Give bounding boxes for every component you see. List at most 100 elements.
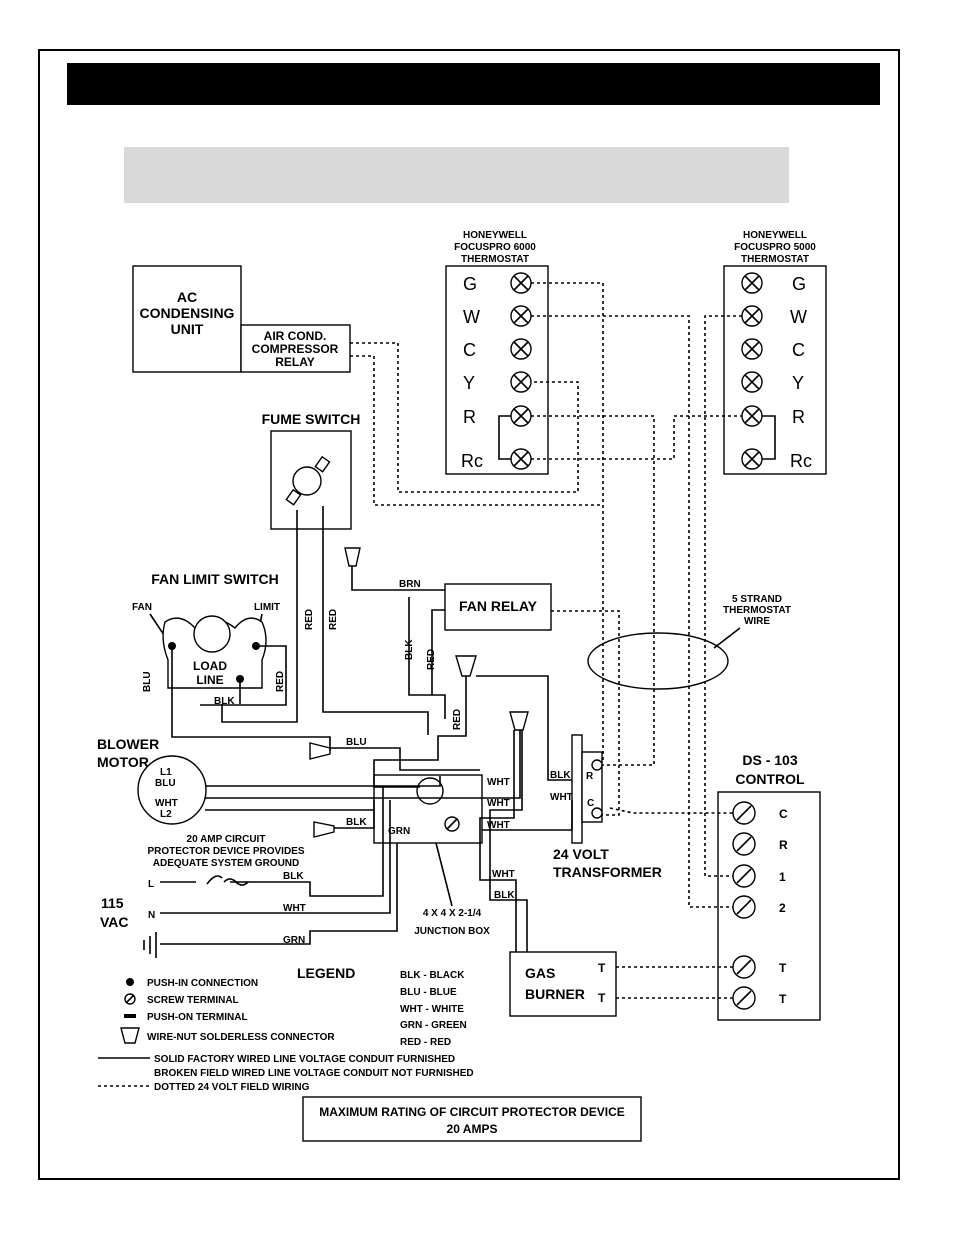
thermostat-wire-label-2: THERMOSTAT [723,605,791,616]
wire-label-blk-1: BLK [404,639,415,660]
max-rating-line-2: 20 AMPS [447,1122,498,1136]
page-frame [38,49,900,1180]
ds103-terminal-t1: T [779,961,787,975]
t5000-label-g: G [792,274,806,294]
legend-push-in: PUSH-IN CONNECTION [147,978,258,989]
legend-broken: BROKEN FIELD WIRED LINE VOLTAGE CONDUIT … [154,1068,474,1079]
line-voltage-wiring [160,506,573,952]
blower-motor: BLOWER MOTOR L1 BLU WHT L2 [97,736,207,825]
wire-label-red-5: RED [275,671,286,692]
circuit-protector-line-3: ADEQUATE SYSTEM GROUND [153,858,300,869]
thermostat-5000-title-3: THERMOSTAT [741,254,809,265]
legend-dotted: DOTTED 24 VOLT FIELD WIRING [154,1082,310,1093]
fan-limit-fan-label: FAN [132,602,152,613]
ground-symbol [143,932,157,958]
wire-label-red-2: RED [328,609,339,630]
compressor-relay-label-3: RELAY [275,355,315,369]
t5000-label-r: R [792,407,805,427]
legend-push-on: PUSH-ON TERMINAL [147,1012,248,1023]
ds103-terminal-2: 2 [779,901,786,915]
t6000-label-g: G [463,274,477,294]
wire-label-blk-5: BLK [494,890,515,901]
fan-limit-load-label: LOAD [193,659,227,673]
supply-l-label: L [148,879,154,890]
gas-burner-t1: T [598,961,606,975]
legend-title: LEGEND [297,965,355,981]
wire-label-blk-6: BLK [283,871,304,882]
legend-color-wht: WHT - WHITE [400,1004,464,1015]
junction-grn-label: GRN [388,826,410,837]
transformer-label-2: TRANSFORMER [553,864,662,880]
wire-color-labels: BRN RED RED BLK RED RED RED BLU BLK BLU … [142,579,573,946]
legend-color-blk: BLK - BLACK [400,970,465,981]
t5000-r-rc-jumper [762,415,776,460]
wire-label-red-3: RED [426,649,437,670]
compressor-relay-label-2: COMPRESSOR [252,342,339,356]
legend-screw: SCREW TERMINAL [147,995,239,1006]
wire-label-blk-2: BLK [214,696,235,707]
supply-voltage: 115 [101,895,124,911]
t6000-label-y: Y [463,373,475,393]
t6000-screw-terminals [510,272,532,470]
ds103-control: DS - 103 CONTROL C R 1 2 T T [717,752,821,1021]
thermostat-6000-box [445,265,549,475]
junction-box: GRN 4 X 4 X 2-1/4 JUNCTION BOX [373,774,490,937]
thermostat-6000-title-2: FOCUSPRO 6000 [454,242,536,253]
wire-label-wht-5: WHT [492,869,515,880]
thermostat-6000-title-3: THERMOSTAT [461,254,529,265]
wire-label-wht-1: WHT [487,777,510,788]
blower-wht-label: WHT [155,798,178,809]
transformer: R C 24 VOLT TRANSFORMER [553,734,662,880]
supply-unit: VAC [100,914,129,930]
ds103-terminal-1: 1 [779,870,786,884]
thermostat-6000: HONEYWELL FOCUSPRO 6000 THERMOSTAT G W C… [445,230,549,475]
blower-blu-label: BLU [155,778,176,789]
t5000-screw-terminals [741,272,763,470]
wire-label-red-4: RED [452,709,463,730]
fan-relay: FAN RELAY [444,583,552,631]
t5000-label-y: Y [792,373,804,393]
t6000-label-rc: Rc [461,451,483,471]
circuit-protector-line-1: 20 AMP CIRCUIT [187,834,266,845]
gas-burner-label-1: GAS [525,965,555,981]
wire-label-blk-4: BLK [550,770,571,781]
ds103-label-2: CONTROL [735,771,805,787]
legend-wire-nut: WIRE-NUT SOLDERLESS CONNECTOR [147,1032,335,1043]
wire-nuts [309,547,529,838]
fan-limit-title: FAN LIMIT SWITCH [151,571,279,587]
junction-box-label-1: 4 X 4 X 2-1/4 [423,908,482,919]
thermostat-wire-label-1: 5 STRAND [732,594,782,605]
ac-unit-label-1: AC [177,289,197,305]
thermostat-wire-bundle: 5 STRAND THERMOSTAT WIRE [587,594,791,690]
gas-burner-t2: T [598,991,606,1005]
gas-burner-label-2: BURNER [525,986,585,1002]
wire-label-blk-3: BLK [346,817,367,828]
fan-relay-label: FAN RELAY [459,598,538,614]
thermostat-wire-label-3: WIRE [744,616,770,627]
t6000-r-rc-jumper [498,415,511,460]
thermostat-5000: HONEYWELL FOCUSPRO 5000 THERMOSTAT G W C… [723,230,827,475]
ac-unit-label-2: CONDENSING [140,305,235,321]
t5000-label-w: W [790,307,807,327]
ds103-terminal-r: R [779,838,788,852]
ac-unit-label-3: UNIT [171,321,204,337]
ds103-terminal-c: C [779,807,788,821]
field-wiring-24v [350,282,742,999]
wire-label-brn: BRN [399,579,421,590]
blower-l1-label: L1 [160,767,172,778]
gas-burner: GAS BURNER T T [509,951,617,1017]
junction-box-label-2: JUNCTION BOX [414,926,490,937]
blower-label-2: MOTOR [97,754,149,770]
t6000-label-r: R [463,407,476,427]
thermostat-6000-title-1: HONEYWELL [463,230,527,241]
legend-color-blu: BLU - BLUE [400,987,457,998]
thermostat-5000-title-2: FOCUSPRO 5000 [734,242,816,253]
ds103-label-1: DS - 103 [742,752,797,768]
ac-condensing-unit: AC CONDENSING UNIT [132,265,242,373]
subtitle-bar [124,147,789,203]
wire-label-red-1: RED [304,609,315,630]
legend: LEGEND PUSH-IN CONNECTION SCREW TERMINAL… [98,965,474,1093]
wire-label-blu-1: BLU [142,671,153,692]
compressor-relay-label-1: AIR COND. [264,329,327,343]
